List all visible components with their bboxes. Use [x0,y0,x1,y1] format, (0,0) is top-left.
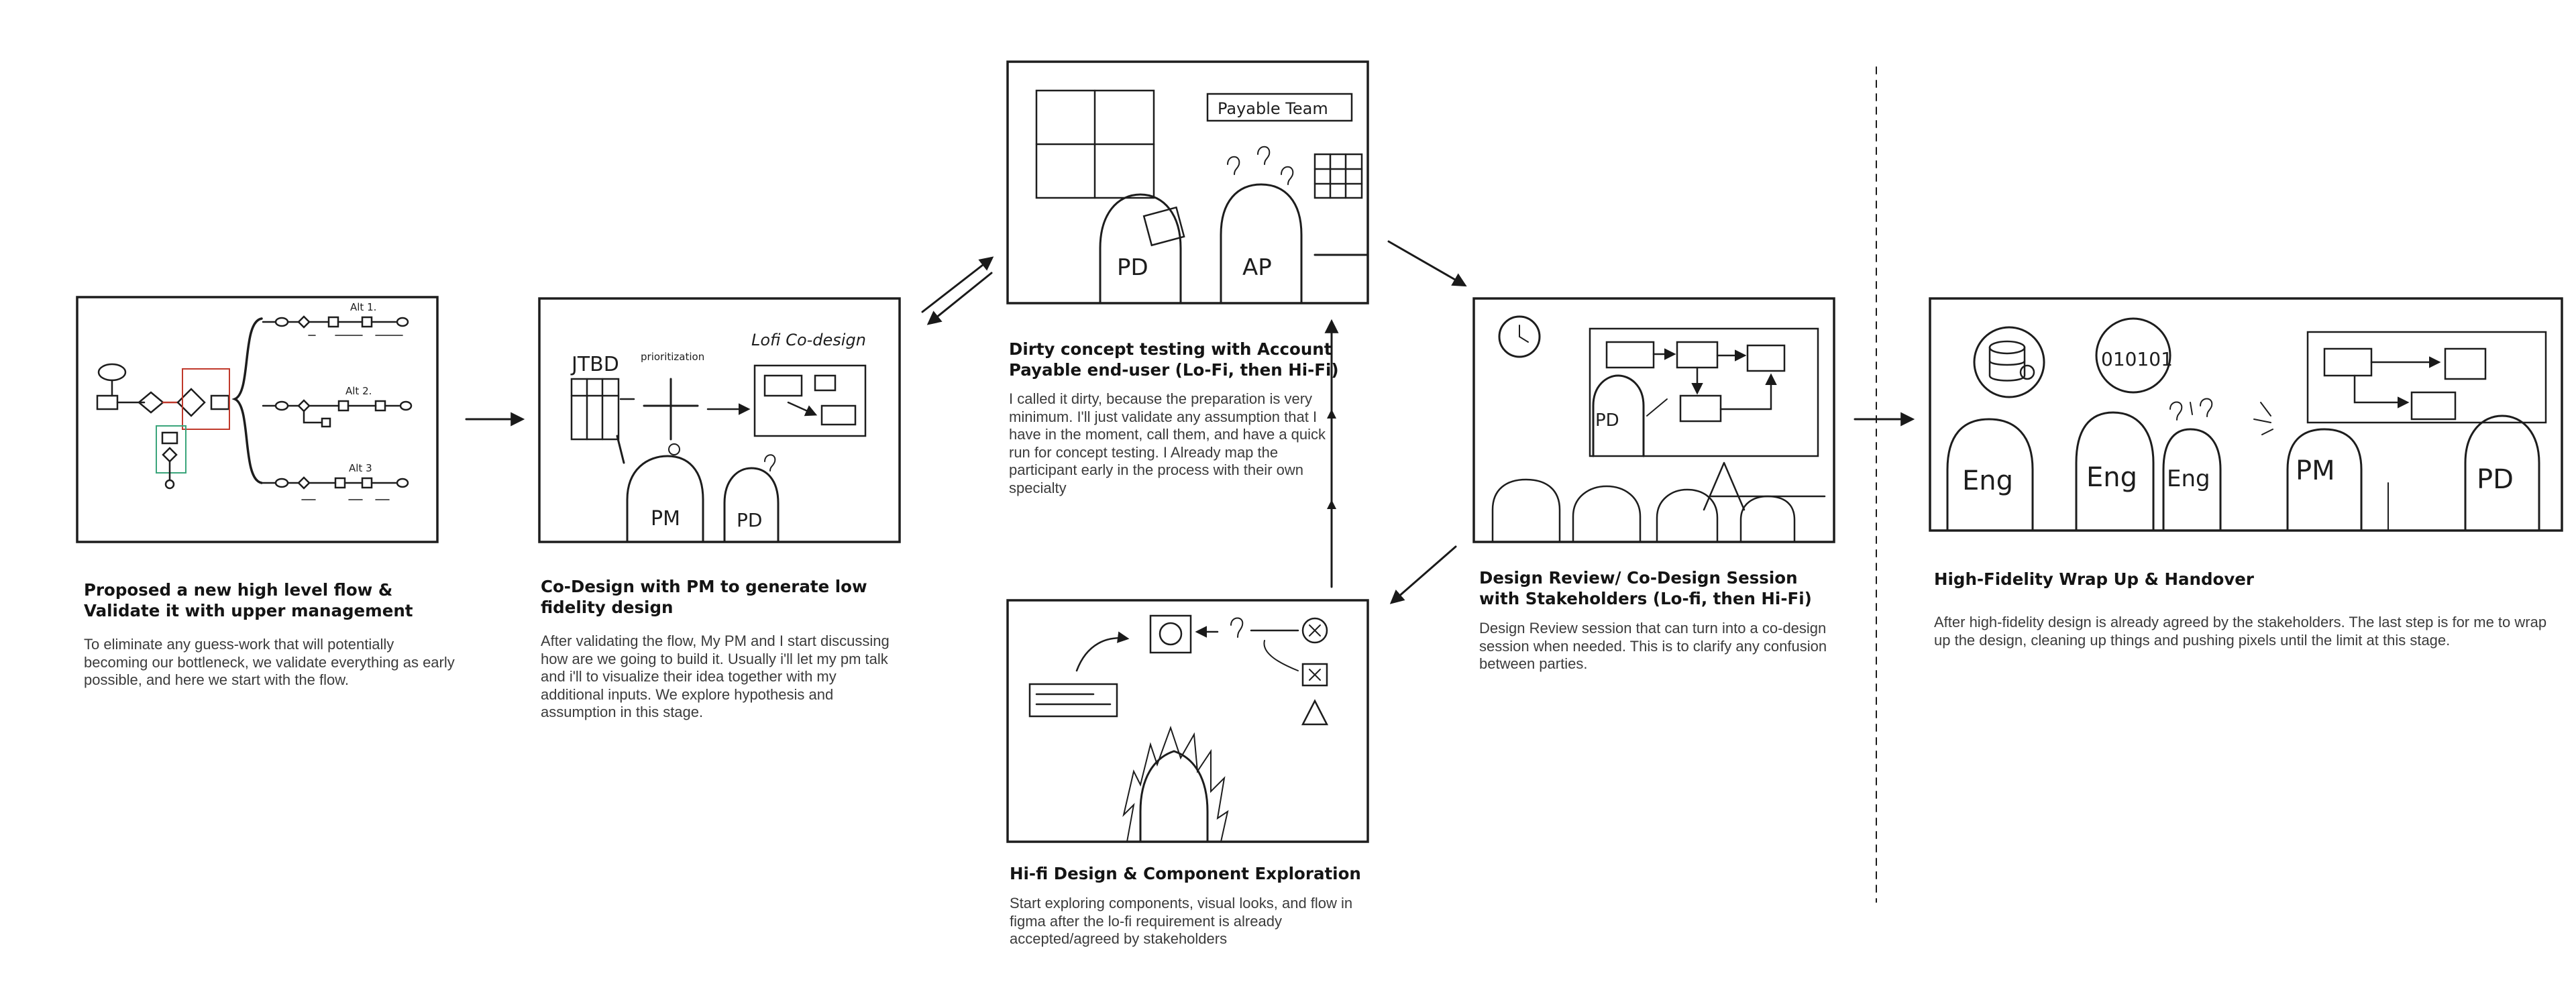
stage-title-flow: Proposed a new high level flow & Validat… [84,580,413,620]
pd-label-wrap: PD [2477,464,2514,495]
panel-design-review [1472,297,1835,543]
stage-title-codesign: Co-Design with PM to generate low fideli… [541,577,867,617]
connectors [465,66,1915,903]
arrow-testing-to-codesign [926,272,993,325]
lofi-label: Lofi Co-design [751,331,866,349]
arrow-testing-to-review [1387,240,1467,287]
stage-title-design-review: Design Review/ Co-Design Session with St… [1479,568,1812,608]
pd-label-testing: PD [1117,254,1148,281]
eng-label-2: Eng [2086,462,2137,493]
stage-description-codesign: After validating the flow, My PM and I s… [541,632,890,720]
panel-dirty-testing [1006,60,1369,305]
flow-alt1-label: Alt 1. [350,301,376,313]
stage-title-dirty-testing: Dirty concept testing with Account Payab… [1009,339,1339,380]
arrow-review-to-hifi [1389,545,1457,604]
panel-hifi-exploration [1006,599,1369,843]
eng-label-1: Eng [1962,465,2013,496]
caption-flow: Proposed a new high level flow & Validat… [84,579,460,689]
panel-wrap-up [1929,297,2563,532]
panel-codesign [538,297,901,543]
flow-alt2-label: Alt 2. [345,385,372,397]
eng-label-3: Eng [2167,465,2210,492]
stage-title-hifi-exploration: Hi-fi Design & Component Exploration [1010,864,1361,883]
stage-description-design-review: Design Review session that can turn into… [1479,620,1827,672]
prioritization-label: prioritization [641,351,704,363]
stage-description-wrap-up: After high-fidelity design is already ag… [1934,614,2547,649]
stage-description-dirty-testing: I called it dirty, because the preparati… [1009,390,1326,496]
caption-codesign: Co-Design with PM to generate low fideli… [541,576,903,722]
flow-alt3-label: Alt 3 [349,462,372,474]
binary-label: 010101 [2101,348,2173,370]
stage-description-flow: To eliminate any guess-work that will po… [84,636,455,688]
pd-label-review: PD [1595,410,1619,431]
stage-title-wrap-up: High-Fidelity Wrap Up & Handover [1934,569,2254,589]
pm-label-wrap: PM [2296,455,2335,486]
payable-team-label: Payable Team [1218,99,1328,118]
caption-hifi-exploration: Hi-fi Design & Component Exploration Sta… [1010,863,1362,948]
jtbd-label: JTBD [570,353,619,376]
panel-flow [76,296,439,543]
ap-label: AP [1242,254,1272,281]
arrow-codesign-to-testing [921,256,994,313]
pd-label: PD [737,509,762,531]
pm-label: PM [651,507,680,531]
stage-description-hifi-exploration: Start exploring components, visual looks… [1010,895,1353,947]
caption-dirty-testing: Dirty concept testing with Account Payab… [1009,339,1348,497]
caption-wrap-up: High-Fidelity Wrap Up & Handover After h… [1934,569,2555,649]
caption-design-review: Design Review/ Co-Design Session with St… [1479,567,1828,673]
